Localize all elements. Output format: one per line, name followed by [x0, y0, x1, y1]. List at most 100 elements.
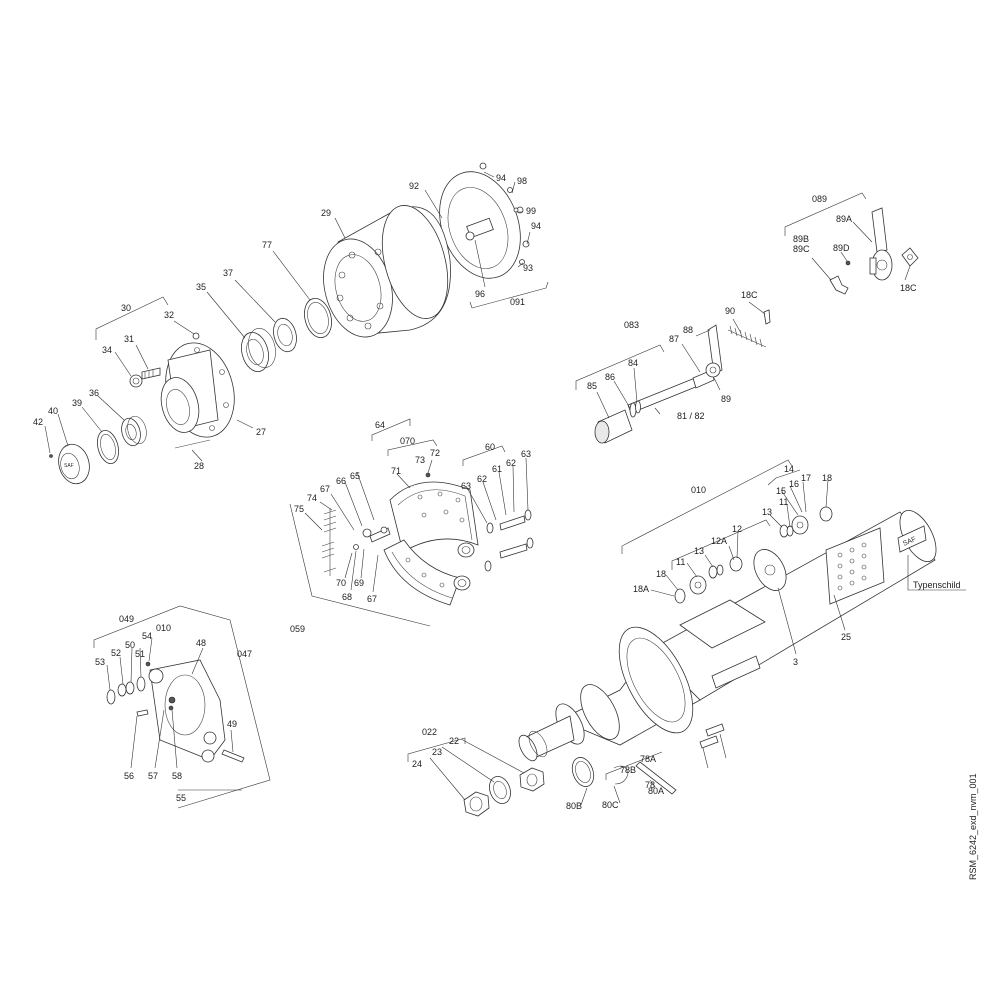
lock-washer-23 [489, 776, 511, 804]
washer-84 [635, 400, 641, 414]
label-089: 089 [812, 194, 827, 204]
camshaft [594, 369, 715, 444]
label-67-lower: 67 [367, 594, 377, 604]
label-78b: 78B [620, 765, 636, 775]
label-78a: 78A [640, 754, 656, 764]
label-16: 16 [789, 479, 799, 489]
dust-shield [439, 171, 524, 279]
label-67-upper: 67 [320, 484, 330, 494]
screw-89d [845, 260, 851, 266]
label-48: 48 [196, 638, 206, 648]
label-62-left: 62 [477, 474, 487, 484]
wheel-nut [129, 374, 143, 388]
bushing-89 [705, 362, 721, 378]
brake-shoe-group: 64 070 60 65 73 72 71 66 67 74 75 63 62 … [289, 418, 534, 634]
camshaft-group: 083 88 90 18C 87 84 86 85 89 81 / 82 [575, 290, 771, 444]
label-98: 98 [517, 176, 527, 186]
label-94-lower: 94 [531, 221, 541, 231]
brake-drum [323, 205, 451, 338]
label-92: 92 [409, 181, 419, 191]
label-63-right: 63 [521, 449, 531, 459]
label-89b: 89B [793, 234, 809, 244]
brake-shoe-upper [389, 481, 479, 558]
label-55: 55 [176, 793, 186, 803]
nameplate-label: Typenschild [913, 580, 961, 590]
label-28: 28 [194, 461, 204, 471]
label-32: 32 [164, 310, 174, 320]
label-89c: 89C [793, 244, 810, 254]
ring-11-left [716, 564, 724, 576]
bearing-36 [121, 415, 147, 447]
label-89d: 89D [833, 243, 850, 253]
pin-18c [763, 309, 771, 325]
type-plate [897, 525, 927, 553]
axle-nut-24 [463, 791, 490, 817]
label-070: 070 [400, 436, 415, 446]
bracket-14-left [689, 575, 707, 595]
label-72: 72 [430, 448, 440, 458]
label-58: 58 [172, 771, 182, 781]
label-18-right: 18 [822, 473, 832, 483]
label-78: 78 [645, 780, 655, 790]
label-31: 31 [124, 334, 134, 344]
gasket-39 [96, 429, 120, 465]
drum-group: 94 98 92 99 94 93 96 091 29 77 37 35 [196, 162, 549, 373]
label-52: 52 [111, 648, 121, 658]
label-010-carrier: 010 [156, 623, 171, 633]
label-51: 51 [135, 649, 145, 659]
return-springs [321, 508, 337, 576]
label-73: 73 [415, 455, 425, 465]
label-94-top: 94 [496, 173, 506, 183]
bolt-56 [136, 709, 149, 717]
axle-nut-group: 022 22 23 24 80B 80C 80A 78A 78B 78 [407, 723, 727, 817]
screw-99 [513, 207, 519, 213]
label-34: 34 [102, 345, 112, 355]
axle-nut-22 [519, 767, 545, 792]
bushing-12 [729, 556, 743, 572]
label-68: 68 [342, 592, 352, 602]
pin-78b [699, 735, 719, 749]
label-63-left: 63 [461, 481, 471, 491]
label-13-left: 13 [694, 546, 704, 556]
ring-80b [571, 757, 595, 787]
label-85: 85 [587, 381, 597, 391]
seal-18-left [674, 588, 686, 604]
ring-11-right [786, 525, 794, 537]
label-049: 049 [119, 614, 134, 624]
label-36: 36 [89, 388, 99, 398]
pin-66 [362, 528, 372, 538]
ring-50 [125, 681, 135, 695]
label-89: 89 [721, 394, 731, 404]
screw-73 [425, 472, 431, 478]
clip-68 [353, 544, 359, 550]
spring-90 [727, 325, 767, 348]
hub-cap-logo: SAF [64, 463, 74, 469]
nut-94-lower [522, 240, 530, 248]
label-64: 64 [375, 420, 385, 430]
bolt-49 [221, 749, 245, 763]
axle-group: SAF 010 14 15 16 17 18 13 [518, 459, 966, 762]
label-56: 56 [124, 771, 134, 781]
nut-94-top [479, 162, 487, 170]
wheel-stud [141, 367, 161, 380]
label-70: 70 [336, 578, 346, 588]
label-62-right: 62 [506, 458, 516, 468]
label-80c: 80C [602, 800, 619, 810]
label-3: 3 [793, 657, 798, 667]
brake-shoe-lower [383, 539, 471, 606]
label-84: 84 [628, 358, 638, 368]
slack-adjuster-group: 089 89A 89B 89C 89D 18C [784, 192, 919, 295]
clip-80c [613, 765, 629, 785]
label-61: 61 [492, 464, 502, 474]
label-15: 15 [776, 486, 786, 496]
bearing-35 [241, 328, 276, 373]
label-65: 65 [350, 471, 360, 481]
bracket-18c [901, 247, 919, 267]
label-42: 42 [33, 417, 43, 427]
label-40: 40 [48, 406, 58, 416]
ring-13-left [708, 565, 718, 579]
label-27: 27 [256, 427, 266, 437]
type-plate-brand: SAF [902, 536, 917, 548]
label-12: 12 [732, 524, 742, 534]
